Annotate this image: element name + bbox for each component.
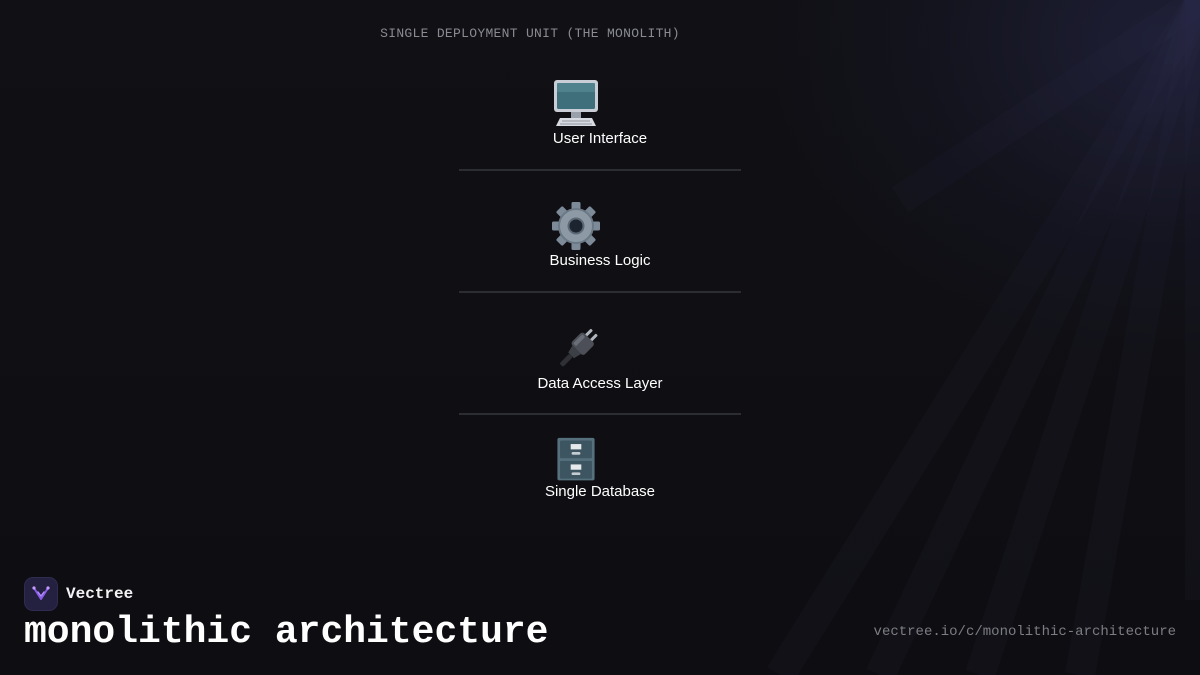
gear-icon xyxy=(552,202,600,250)
layer-divider xyxy=(459,291,741,293)
vectree-logo-icon xyxy=(24,577,58,611)
layer-label: Business Logic xyxy=(549,252,651,269)
page-url-link[interactable]: vectree.io/c/monolithic-architecture xyxy=(873,624,1176,640)
page-title: monolithic architecture xyxy=(24,611,549,654)
desktop-computer-icon xyxy=(554,80,598,126)
electric-plug-icon xyxy=(560,328,598,367)
layer-divider xyxy=(459,413,741,415)
brand-name: Vectree xyxy=(66,585,134,603)
layer-label: User Interface xyxy=(552,130,648,147)
layer-business-logic: Business Logic xyxy=(459,200,741,270)
brand[interactable]: Vectree xyxy=(24,577,133,611)
layer-data-access: Data Access Layer xyxy=(459,323,741,393)
diagram-caption: SINGLE DEPLOYMENT UNIT (THE MONOLITH) xyxy=(380,26,680,41)
layer-divider xyxy=(459,169,741,171)
layer-label: Data Access Layer xyxy=(537,375,663,392)
file-cabinet-icon xyxy=(557,437,595,481)
layer-single-database: Single Database xyxy=(459,437,741,501)
layer-label: Single Database xyxy=(544,483,656,500)
layer-user-interface: User Interface xyxy=(459,78,741,148)
